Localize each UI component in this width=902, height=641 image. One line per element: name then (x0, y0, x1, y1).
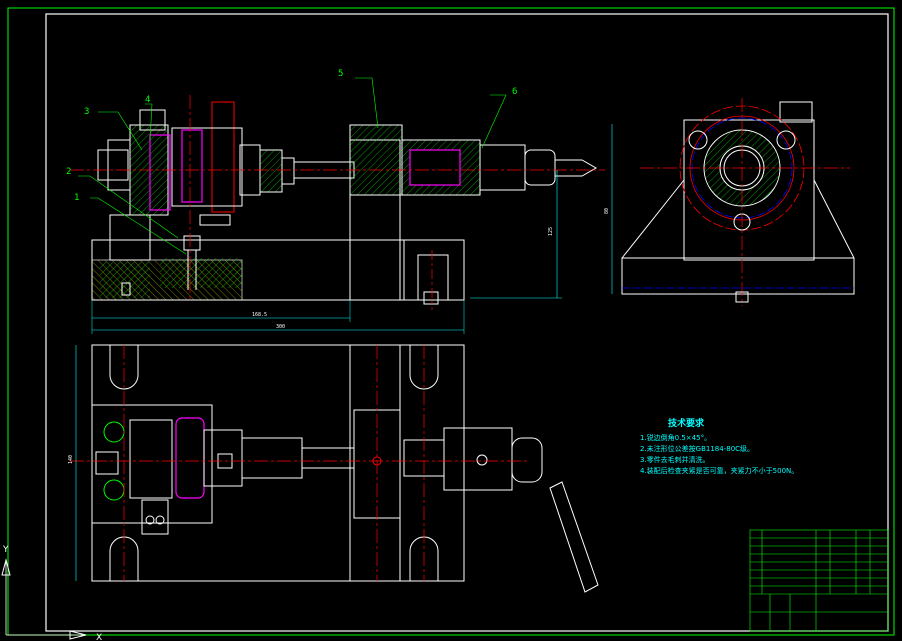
axis-label-y: Y (2, 545, 9, 555)
note-item-1: 1.锐边倒角0.5×45°。 (640, 433, 711, 442)
note-item-2: 2.未注形位公差按GB1184-80C级。 (640, 444, 754, 453)
technical-notes: 技术要求 1.锐边倒角0.5×45°。 2.未注形位公差按GB1184-80C级… (640, 417, 798, 475)
front-view[interactable]: 168.5 300 125 5 6 3 4 2 1 (66, 69, 605, 334)
dim-side-height: 80 (604, 208, 610, 214)
part-label-2: 2 (66, 167, 71, 177)
part-label-4: 4 (145, 95, 150, 105)
dim-front-total: 300 (276, 324, 285, 330)
ucs-axis-indicator: Y X (1, 545, 102, 641)
notes-title: 技术要求 (668, 417, 705, 429)
note-item-4: 4.装配后检查夹紧是否可靠，夹紧力不小于500N。 (640, 466, 798, 475)
note-item-3: 3.零件去毛刺并清洗。 (640, 455, 710, 464)
axis-label-x: X (96, 633, 102, 641)
part-label-6: 6 (512, 87, 517, 97)
title-block (749, 529, 889, 632)
part-label-3: 3 (84, 107, 89, 117)
side-view[interactable]: 80 (604, 98, 855, 306)
dim-front-inner: 168.5 (252, 312, 267, 318)
inner-frame (45, 13, 889, 632)
plan-view[interactable]: 140 (68, 344, 599, 593)
part-label-5: 5 (338, 69, 343, 79)
dim-front-height: 125 (548, 227, 554, 236)
outer-frame (7, 7, 895, 636)
dim-plan-height: 140 (68, 455, 74, 464)
part-label-1: 1 (74, 193, 79, 203)
